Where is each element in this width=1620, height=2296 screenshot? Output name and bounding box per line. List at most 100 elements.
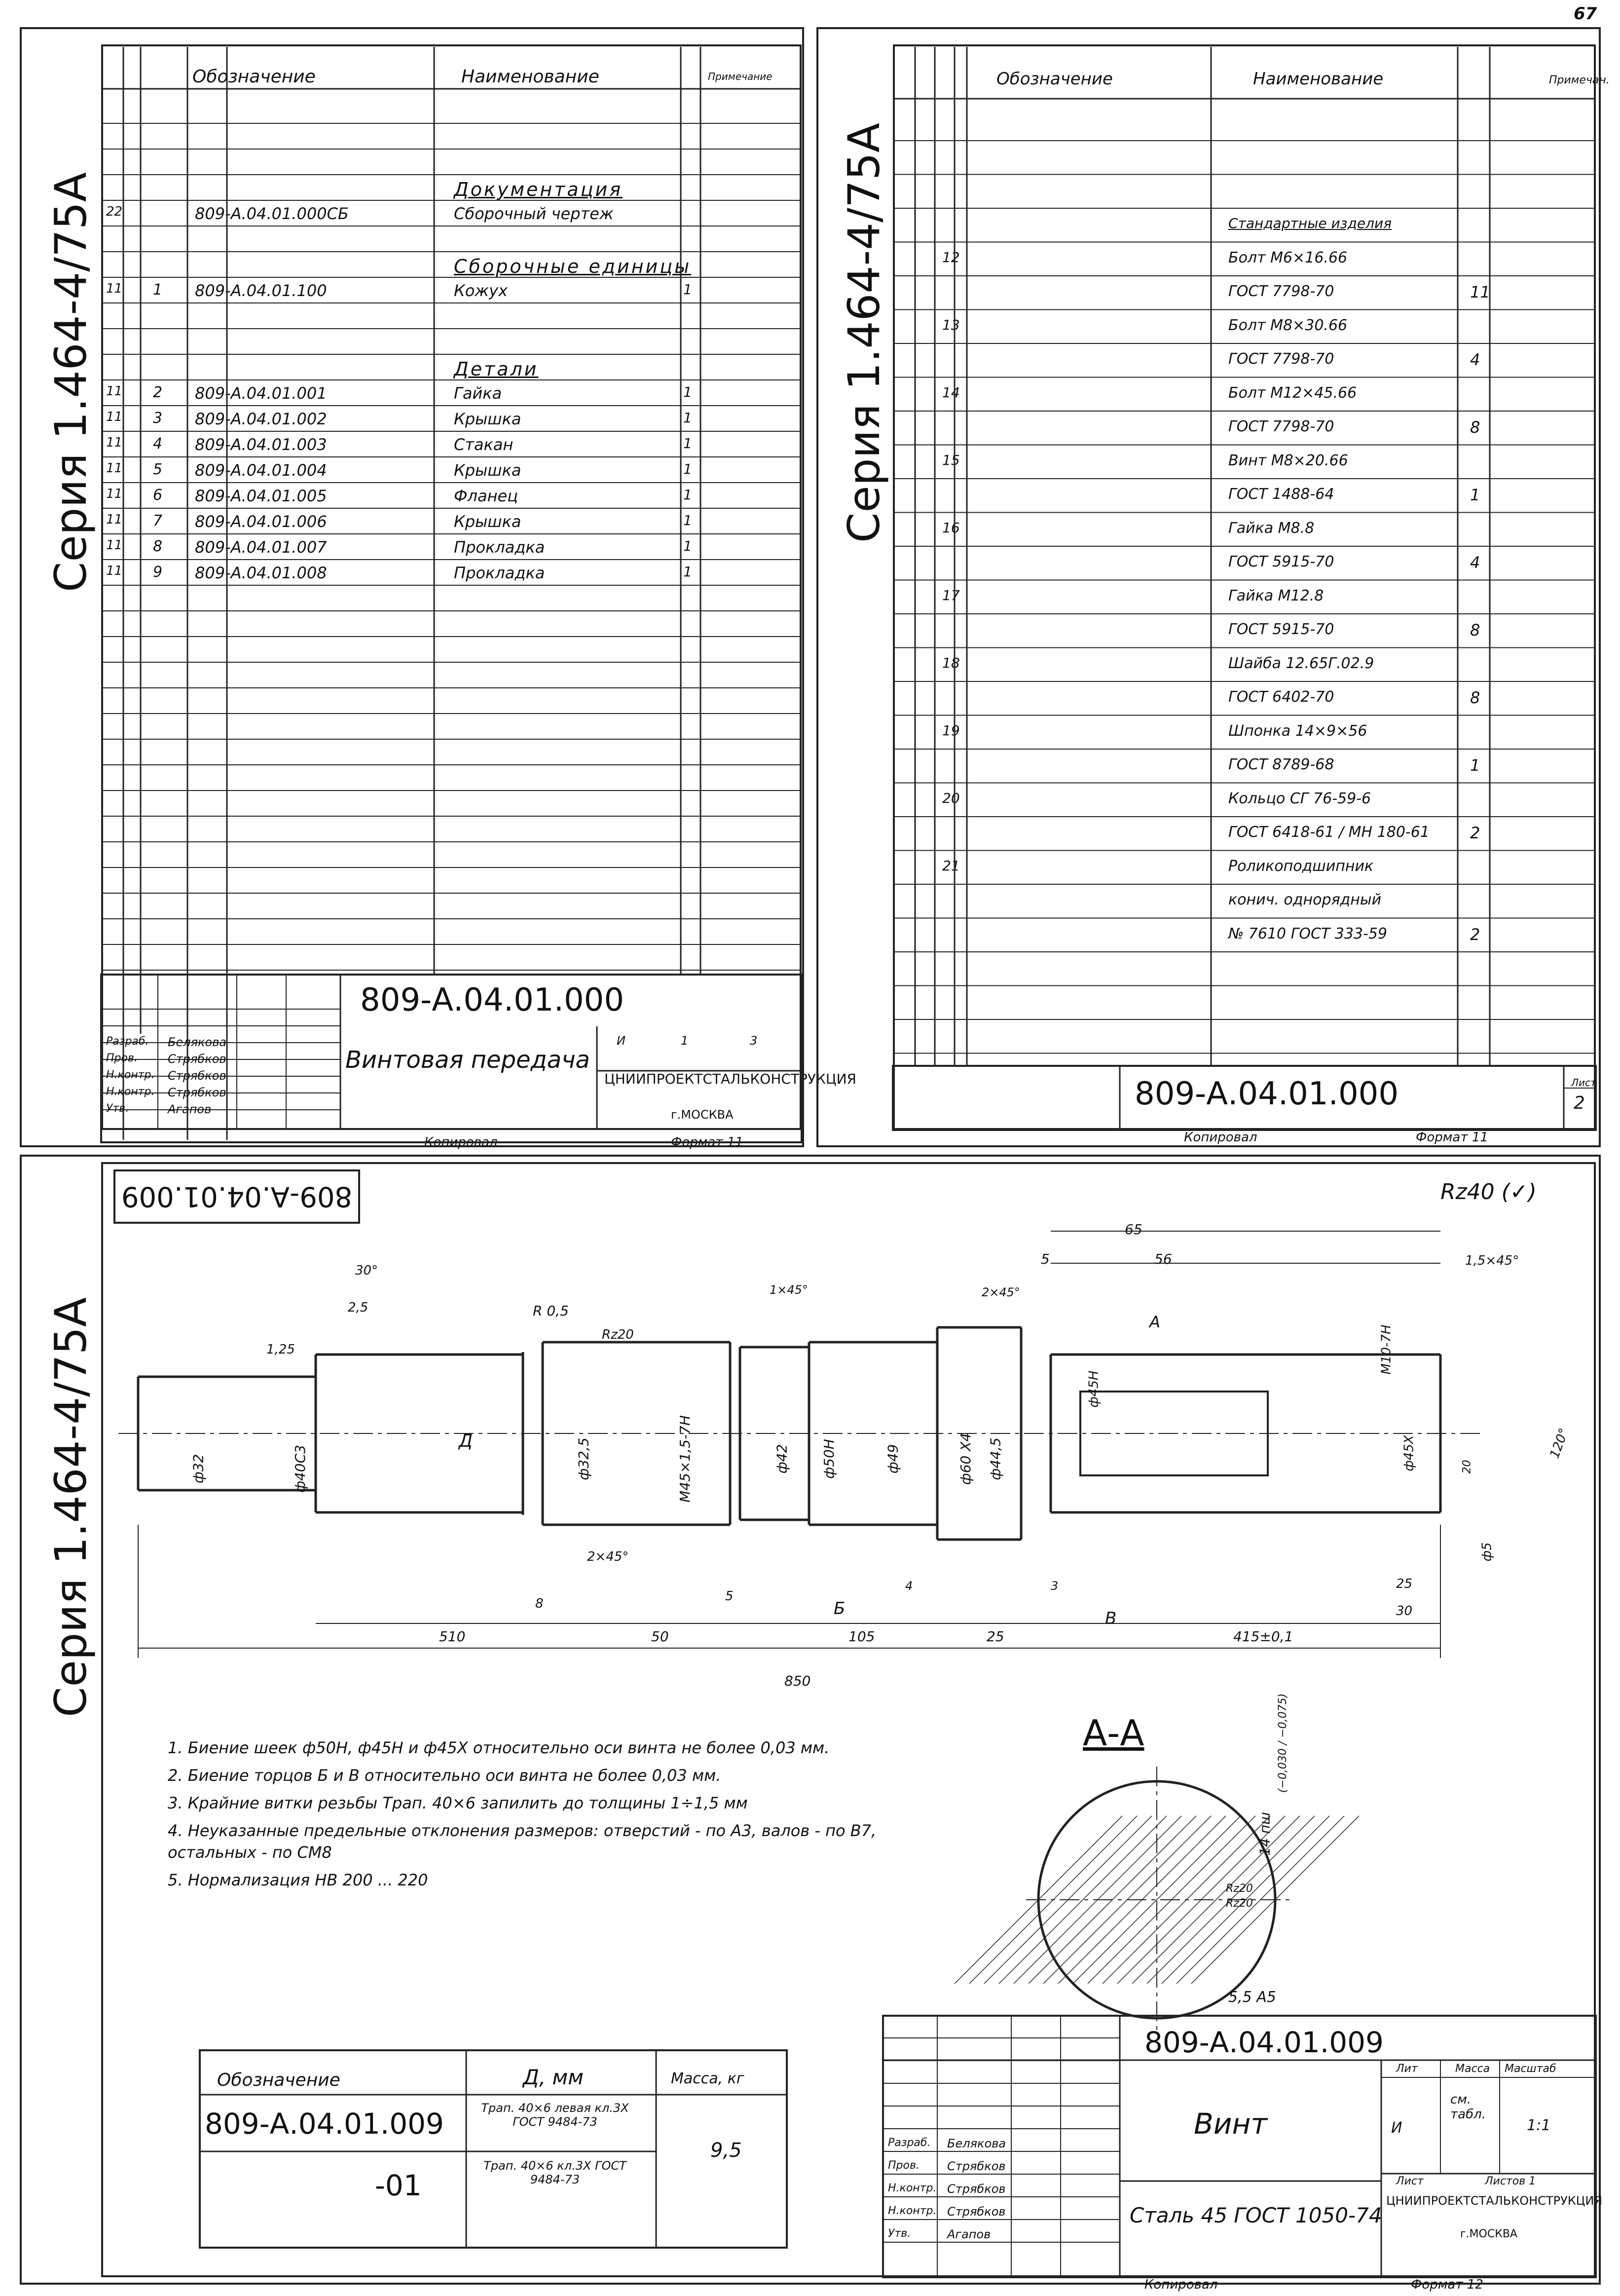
tb-sheets-label: Листов 1: [1485, 2175, 1536, 2187]
s2-pos: 12: [942, 249, 960, 265]
dim-l56: 56: [1154, 1251, 1172, 1267]
s1-qty: 1: [683, 512, 692, 528]
sheet-2-sheet: 2: [1574, 1093, 1585, 1113]
dim-l50: 50: [651, 1628, 669, 1645]
sheet-1-city: г.МОСКВА: [671, 1108, 734, 1122]
s2-pos: 18: [942, 654, 960, 671]
s1-sign-role: Утв.: [106, 1102, 129, 1115]
s1-name: Документация: [454, 179, 623, 200]
sheet-1-inner: [101, 44, 802, 1130]
s2-name: Кольцо СГ 76-59-6: [1228, 790, 1371, 807]
dim-m10: М10-7Н: [1379, 1324, 1394, 1375]
s2-name: Стандартные изделия: [1228, 215, 1392, 231]
s1-sign-role: Разраб.: [106, 1035, 149, 1048]
dim-c15x45: 1,5×45°: [1465, 1253, 1519, 1268]
s1-des: 809-А.04.01.004: [195, 461, 327, 480]
dim-l5b: 5: [725, 1589, 734, 1604]
technical-notes: 1. Биение шеек ф50Н, ф45Н и ф45Х относит…: [168, 1737, 883, 1897]
line: [998, 1815, 1167, 1984]
drw-sign-name: Агапов: [947, 2227, 991, 2241]
drawing-doc-number: 809-А.04.01.009: [1144, 2026, 1384, 2059]
dim-rz20: Rz20: [602, 1327, 634, 1342]
drw-sign-role: Пров.: [888, 2159, 920, 2172]
s1-fmt: 11: [106, 435, 123, 450]
s1-fmt: 11: [106, 538, 123, 553]
shape: [892, 1065, 1597, 1131]
dim-l4: 4: [905, 1579, 913, 1593]
s1-name: Крышка: [454, 512, 521, 531]
dim-d45h: ф45Н: [1086, 1370, 1102, 1408]
drw-sign-role: Н.контр.: [888, 2182, 937, 2194]
s1-fmt: 11: [106, 564, 123, 578]
s2-pos: 13: [942, 316, 960, 333]
section-tol: (−0,030 / −0,075): [1277, 1693, 1289, 1793]
shape: [882, 2015, 1597, 2278]
dim-secB: Б: [834, 1599, 846, 1618]
dim-d49: ф49: [884, 1444, 901, 1474]
s2-name: Гайка М8.8: [1228, 519, 1315, 537]
dim-d32: ф32: [190, 1454, 207, 1484]
line: [1132, 1815, 1300, 1984]
s2-name: ГОСТ 8789-68: [1228, 756, 1334, 773]
dim-w25: 2,5: [348, 1300, 368, 1315]
s2-name: № 7610 ГОСТ 333-59: [1228, 925, 1388, 942]
dim-d45x: ф45Х: [1401, 1435, 1417, 1471]
tb-mass-label: Масса: [1455, 2063, 1490, 2075]
drw-sign-name: Стрябков: [947, 2159, 1006, 2173]
drw-sign-name: Стрябков: [947, 2182, 1006, 2196]
note-item: 1. Биение шеек ф50Н, ф45Н и ф45Х относит…: [168, 1738, 830, 1757]
s2-qty: 1: [1470, 756, 1480, 775]
drw-sign-name: Стрябков: [947, 2205, 1006, 2219]
note-item: 5. Нормализация НВ 200 ... 220: [168, 1871, 428, 1889]
s2-pos: 19: [942, 722, 960, 739]
s2-name: Роликоподшипник: [1228, 857, 1374, 875]
s2-qty: 8: [1470, 688, 1480, 707]
dim-r05: R 0,5: [533, 1303, 569, 1319]
sheet-1-sheets: 3: [750, 1034, 758, 1048]
s2-name: ГОСТ 6402-70: [1228, 688, 1334, 706]
s1-sign-role: Н.контр.: [106, 1086, 155, 1098]
s1-des: 809-А.04.01.002: [195, 410, 327, 428]
s1-pos: 8: [153, 538, 163, 555]
s1-sign-role: Н.контр.: [106, 1069, 155, 1081]
s2-pos: 14: [942, 384, 960, 401]
sheet-2-format: Формат 11: [1416, 1130, 1488, 1145]
s1-name: Гайка: [454, 384, 502, 403]
var-mass: 9,5: [710, 2139, 742, 2162]
section-title: А-А: [1083, 1712, 1144, 1754]
drawing-title: Винт: [1194, 2107, 1268, 2141]
drawing-inner: [101, 1162, 1596, 2277]
drawing-sheet: [20, 1155, 1601, 2285]
dim-l8: 8: [535, 1596, 544, 1611]
dim-secV: В: [1105, 1609, 1117, 1628]
sheet-1-h-designation: Обозначение: [192, 67, 316, 87]
drw-sign-role: Разраб.: [888, 2137, 931, 2149]
s2-qty: 2: [1470, 925, 1480, 944]
s2-name: ГОСТ 6418-61 / МН 180-61: [1228, 824, 1430, 841]
dim-c1x45: 1×45°: [770, 1283, 808, 1297]
dim-l3: 3: [1051, 1579, 1059, 1593]
section-rz1: Rz20: [1226, 1882, 1253, 1895]
s1-sign-role: Пров.: [106, 1052, 138, 1064]
tb-org: ЦНИИПРОЕКТСТАЛЬКОНСТРУКЦИЯ: [1386, 2194, 1602, 2208]
var-d-0: Трап. 40×6 левая кл.3Х ГОСТ 9484-73: [481, 2101, 629, 2129]
sheet-1-sheet: 1: [681, 1034, 689, 1048]
var-des-0: 809-А.04.01.009: [205, 2107, 444, 2141]
s1-des: 809-А.04.01.001: [195, 384, 327, 403]
s2-name: ГОСТ 7798-70: [1228, 418, 1334, 435]
sheet-1-doc-number: 809-А.04.01.000: [360, 982, 625, 1018]
sheet-1-title: Винтовая передача: [345, 1046, 590, 1074]
s2-name: ГОСТ 5915-70: [1228, 553, 1334, 570]
s1-name: Крышка: [454, 461, 521, 480]
dim-l415: 415±0,1: [1233, 1628, 1293, 1645]
dim-d325: ф32,5: [575, 1437, 592, 1480]
s1-name: Крышка: [454, 410, 521, 428]
s1-des: 809-А.04.01.007: [195, 538, 327, 557]
s1-name: Фланец: [454, 487, 518, 505]
dim-d40: ф40С3: [292, 1445, 308, 1493]
sheet-2-copied: Копировал: [1184, 1130, 1257, 1145]
s1-des: 809-А.04.01.100: [195, 281, 327, 300]
s2-name: Гайка М12.8: [1228, 587, 1324, 604]
s2-name: ГОСТ 1488-64: [1228, 486, 1334, 503]
